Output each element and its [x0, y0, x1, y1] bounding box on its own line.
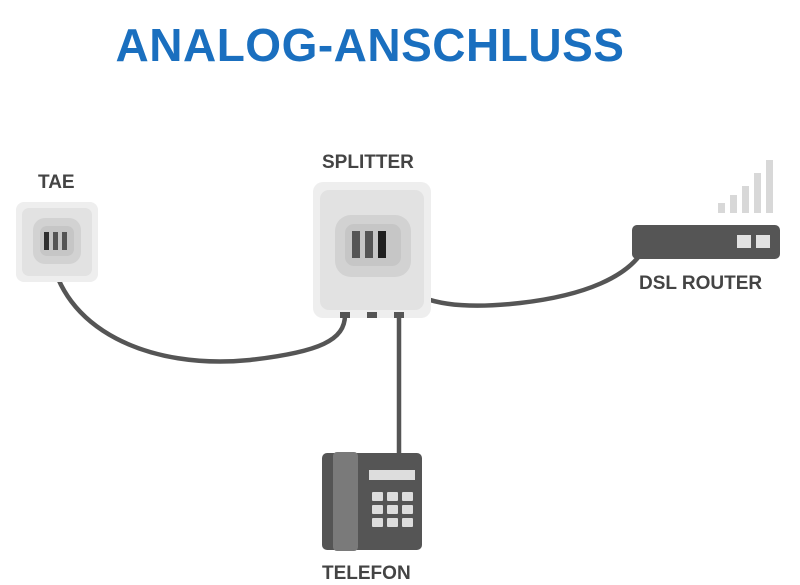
dsl-router-label: DSL ROUTER [639, 273, 763, 294]
tae-label: TAE [38, 172, 75, 193]
tae-socket [16, 202, 98, 282]
cable-tae-splitter [47, 245, 348, 364]
splitter-label: SPLITTER [322, 152, 414, 173]
dsl-router [632, 160, 780, 259]
signal-icon [718, 160, 773, 213]
keypad [372, 492, 413, 527]
page-title: ANALOG-ANSCHLUSS [115, 19, 625, 71]
splitter-device [313, 182, 431, 318]
telephone-label: TELEFON [322, 563, 411, 584]
telephone [322, 452, 422, 551]
